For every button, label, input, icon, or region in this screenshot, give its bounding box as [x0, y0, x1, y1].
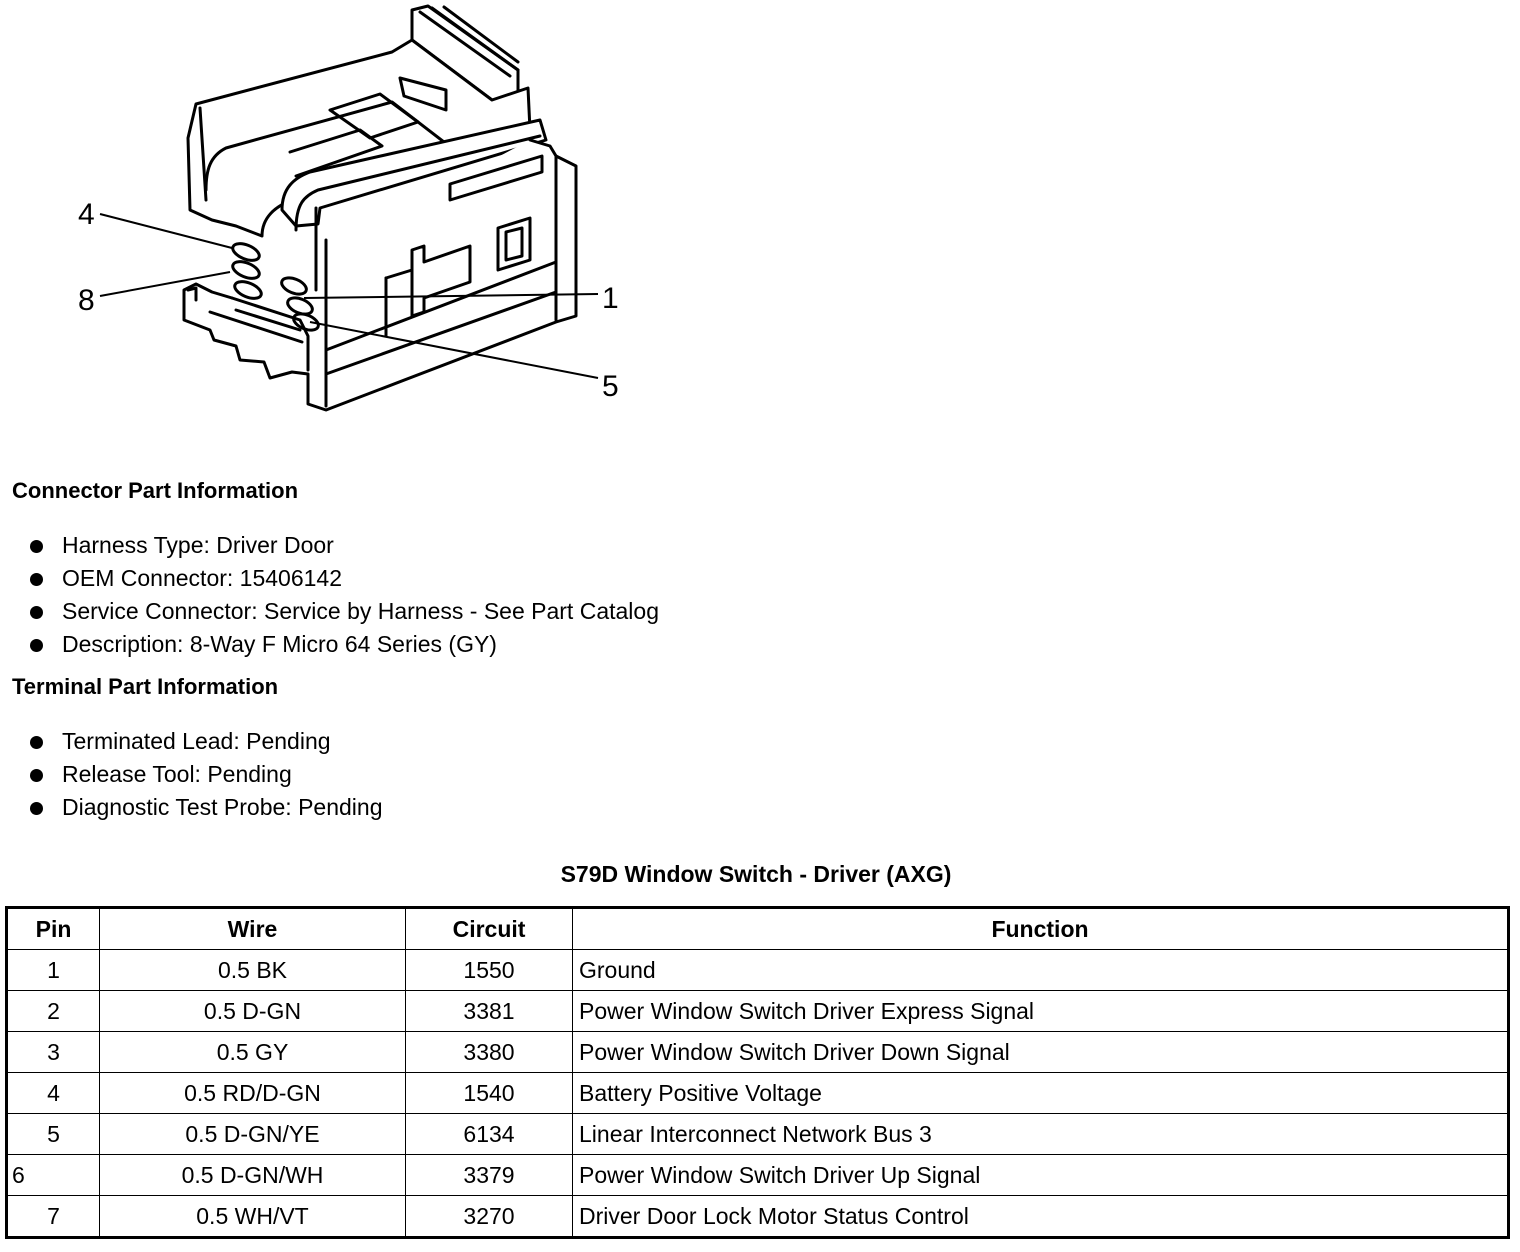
wire-cell: 0.5 RD/D-GN: [99, 1072, 406, 1114]
terminal-info-list: Terminated Lead: Pending Release Tool: P…: [28, 725, 383, 824]
table-row: 3 0.5 GY 3380 Power Window Switch Driver…: [6, 1031, 1509, 1073]
table-row: 2 0.5 D-GN 3381 Power Window Switch Driv…: [6, 990, 1509, 1032]
pin-table: Pin Wire Circuit Function 1 0.5 BK 1550 …: [5, 906, 1510, 1239]
pin-cell: 7: [6, 1195, 100, 1238]
pin-cell: 1: [6, 949, 100, 991]
circuit-cell: 3270: [405, 1195, 573, 1238]
pin-cell: 2: [6, 990, 100, 1032]
circuit-cell: 3379: [405, 1154, 573, 1196]
table-row: 4 0.5 RD/D-GN 1540 Battery Positive Volt…: [6, 1072, 1509, 1114]
wire-cell: 0.5 D-GN/YE: [99, 1113, 406, 1155]
wire-cell: 0.5 BK: [99, 949, 406, 991]
function-cell: Power Window Switch Driver Express Signa…: [572, 990, 1509, 1032]
list-item: OEM Connector: 15406142: [28, 562, 659, 595]
column-header-function: Function: [572, 907, 1509, 950]
function-cell: Power Window Switch Driver Up Signal: [572, 1154, 1509, 1196]
table-row: 5 0.5 D-GN/YE 6134 Linear Interconnect N…: [6, 1113, 1509, 1155]
list-item: Service Connector: Service by Harness - …: [28, 595, 659, 628]
function-cell: Linear Interconnect Network Bus 3: [572, 1113, 1509, 1155]
column-header-wire: Wire: [99, 907, 406, 950]
terminal-info-heading: Terminal Part Information: [12, 674, 279, 699]
circuit-cell: 3380: [405, 1031, 573, 1073]
pin-cell: 6: [6, 1154, 100, 1196]
wire-cell: 0.5 D-GN/WH: [99, 1154, 406, 1196]
wire-cell: 0.5 WH/VT: [99, 1195, 406, 1238]
circuit-cell: 3381: [405, 990, 573, 1032]
connector-diagram: 4 8 1 5: [78, 4, 619, 412]
table-title: S79D Window Switch - Driver (AXG): [560, 861, 952, 887]
pin-callout-8: 8: [78, 284, 95, 317]
wire-cell: 0.5 D-GN: [99, 990, 406, 1032]
circuit-cell: 1550: [405, 949, 573, 991]
circuit-cell: 6134: [405, 1113, 573, 1155]
list-item: Terminated Lead: Pending: [28, 725, 383, 758]
connector-info-list: Harness Type: Driver Door OEM Connector:…: [28, 529, 659, 661]
function-cell: Driver Door Lock Motor Status Control: [572, 1195, 1509, 1238]
table-row: 7 0.5 WH/VT 3270 Driver Door Lock Motor …: [6, 1195, 1509, 1238]
pin-callout-5: 5: [602, 370, 619, 403]
function-cell: Battery Positive Voltage: [572, 1072, 1509, 1114]
pin-cell: 5: [6, 1113, 100, 1155]
column-header-circuit: Circuit: [405, 907, 573, 950]
circuit-cell: 1540: [405, 1072, 573, 1114]
list-item: Release Tool: Pending: [28, 758, 383, 791]
list-item: Diagnostic Test Probe: Pending: [28, 791, 383, 824]
list-item: Description: 8-Way F Micro 64 Series (GY…: [28, 628, 659, 661]
pin-cell: 3: [6, 1031, 100, 1073]
function-cell: Power Window Switch Driver Down Signal: [572, 1031, 1509, 1073]
table-row: 6 0.5 D-GN/WH 3379 Power Window Switch D…: [6, 1154, 1509, 1196]
function-cell: Ground: [572, 949, 1509, 991]
wire-cell: 0.5 GY: [99, 1031, 406, 1073]
pin-callout-1: 1: [602, 282, 619, 315]
pin-callout-4: 4: [78, 198, 95, 231]
column-header-pin: Pin: [6, 907, 100, 950]
table-row: 1 0.5 BK 1550 Ground: [6, 949, 1509, 991]
pin-cell: 4: [6, 1072, 100, 1114]
list-item: Harness Type: Driver Door: [28, 529, 659, 562]
connector-info-heading: Connector Part Information: [12, 478, 299, 503]
table-header-row: Pin Wire Circuit Function: [6, 907, 1509, 950]
